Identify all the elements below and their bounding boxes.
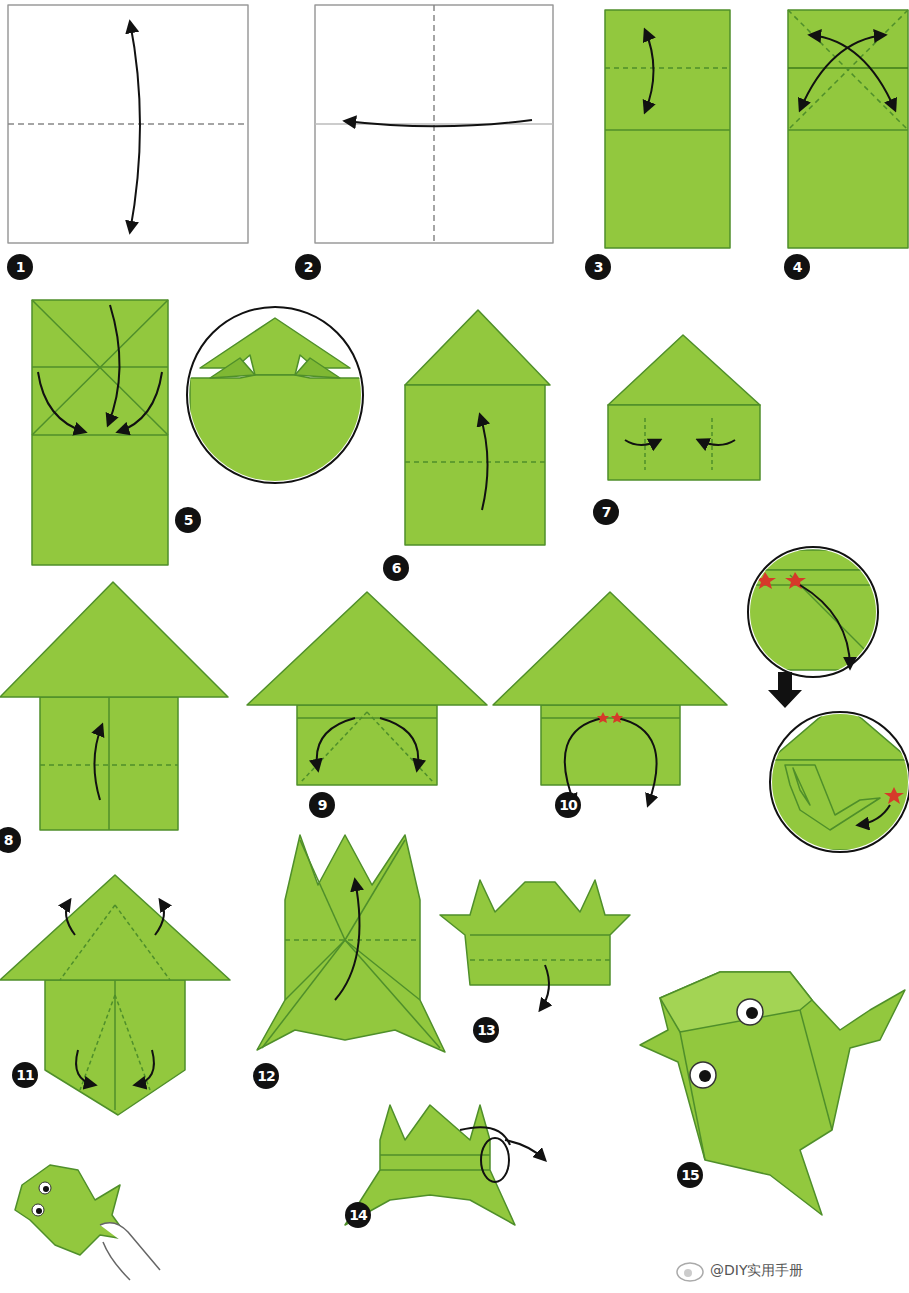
step-number: 3 — [585, 254, 611, 280]
step-number: 14 — [345, 1202, 371, 1228]
step-number: 4 — [784, 254, 810, 280]
step-number: 1 — [7, 254, 33, 280]
step-number: 13 — [473, 1017, 499, 1043]
step-number: 15 — [677, 1162, 703, 1188]
step-number: 11 — [12, 1062, 38, 1088]
step-number: 12 — [253, 1063, 279, 1089]
step-number: 9 — [309, 792, 335, 818]
step-number: 8 — [0, 827, 21, 853]
step-number: 7 — [593, 499, 619, 525]
step-number: 6 — [383, 555, 409, 581]
step-number: 10 — [555, 792, 581, 818]
step-number: 2 — [295, 254, 321, 280]
watermark: @DIY实用手册 — [708, 1262, 805, 1280]
step-number: 5 — [175, 507, 201, 533]
